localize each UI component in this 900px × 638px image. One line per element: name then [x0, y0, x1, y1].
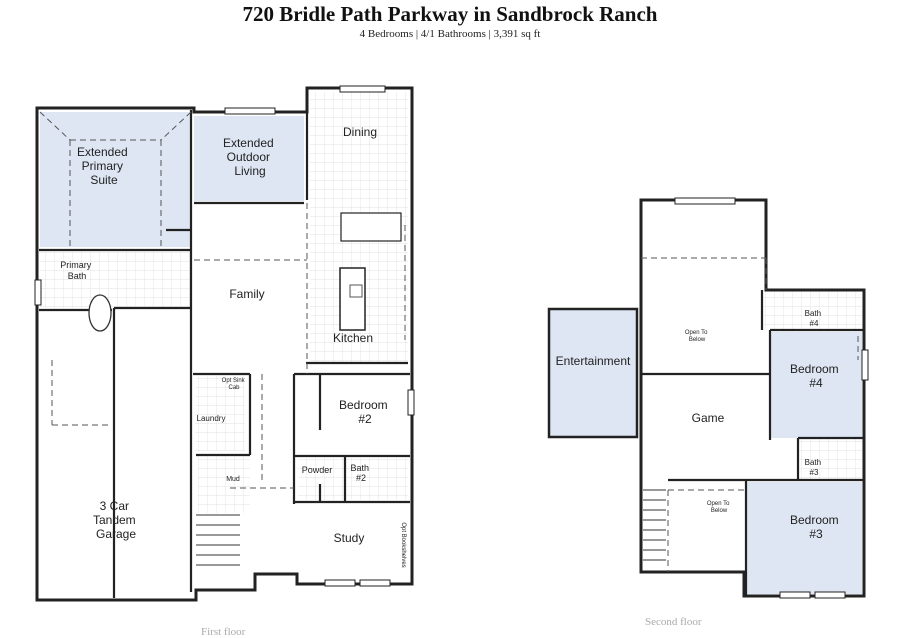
mud-tile	[198, 455, 250, 513]
room-opt-sink-cab: Opt Sink Cab	[222, 378, 247, 391]
bath3-tile	[798, 438, 862, 480]
entertainment-area	[547, 307, 639, 439]
room-extended-primary-suite: Extended Primary Suite	[77, 145, 131, 187]
page-title: 720 Bridle Path Parkway in Sandbrock Ran…	[242, 2, 658, 26]
bath2-tile	[298, 458, 408, 500]
room-powder: Powder	[302, 465, 333, 475]
page-subtitle: 4 Bedrooms | 4/1 Bathrooms | 3,391 sq ft	[359, 28, 541, 40]
room-kitchen: Kitchen	[333, 331, 373, 345]
room-dining: Dining	[343, 125, 377, 139]
room-bedroom-3: Bedroom #3	[790, 513, 842, 541]
bedroom3-area	[746, 482, 862, 594]
room-bedroom-4: Bedroom #4	[790, 362, 842, 390]
kitchen-island	[339, 267, 366, 331]
room-laundry: Laundry	[197, 414, 226, 423]
room-opt-bookshelves: Opt Bookshelves	[400, 522, 406, 567]
room-bath-4: Bath #4	[805, 309, 824, 328]
first-floor-plan: Extended Primary Suite Extended Outdoor …	[34, 85, 415, 602]
bath4-tile	[762, 290, 862, 330]
room-family: Family	[229, 287, 264, 301]
room-study: Study	[334, 531, 365, 545]
second-floor-outer-wall	[639, 198, 866, 598]
laundry-tile	[195, 376, 245, 451]
room-garage: 3 Car Tandem Garage	[93, 499, 139, 541]
room-extended-outdoor-living: Extended Outdoor Living	[223, 136, 277, 178]
kitchen-sink	[349, 284, 363, 298]
room-bedroom-2: Bedroom #2	[339, 398, 391, 426]
first-floor-caption: First floor	[201, 626, 246, 638]
kitchen-counter	[340, 212, 402, 242]
bedroom4-area	[770, 332, 862, 438]
room-entertainment: Entertainment	[556, 354, 631, 368]
extended-outdoor-living-area	[194, 116, 304, 201]
extended-primary-suite-area	[40, 112, 191, 247]
second-floor-plan: Entertainment Open To Below Game Bath #4…	[547, 197, 869, 599]
room-open-to-below-bottom: Open To Below	[707, 501, 731, 514]
room-bath-2: Bath #2	[350, 463, 371, 483]
second-floor-caption: Second floor	[645, 616, 702, 628]
room-open-to-below-top: Open To Below	[685, 330, 709, 343]
room-primary-bath: Primary Bath	[60, 260, 94, 281]
primary-tub	[88, 294, 112, 332]
primary-bath-tile	[40, 252, 190, 308]
room-game: Game	[692, 411, 725, 425]
room-mud: Mud	[226, 476, 240, 483]
room-bath-3: Bath #3	[805, 458, 824, 477]
